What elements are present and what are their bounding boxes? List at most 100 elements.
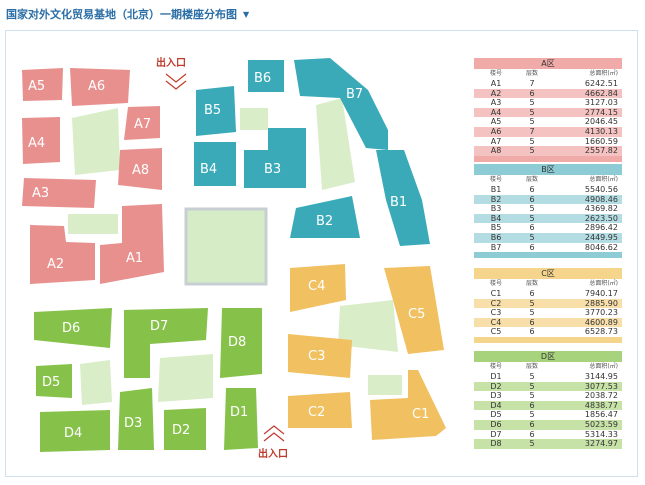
chevron-up-icon bbox=[263, 425, 285, 442]
building-b1[interactable] bbox=[376, 150, 430, 246]
table-cell-floors: 6 bbox=[529, 317, 535, 327]
building-c2[interactable] bbox=[288, 392, 352, 428]
building-a2[interactable] bbox=[30, 225, 95, 284]
table-cell-area: 2896.42 bbox=[584, 223, 618, 233]
table-cell-area: 4130.13 bbox=[584, 126, 618, 136]
courtyard-a-small bbox=[68, 214, 118, 234]
building-b6[interactable] bbox=[248, 60, 284, 92]
building-d8[interactable] bbox=[220, 308, 262, 378]
table-header: 楼号 层数 总面积(㎡) bbox=[489, 363, 618, 370]
table-cell-floors: 5 bbox=[529, 232, 535, 242]
table-cell-building: B6 bbox=[490, 232, 502, 242]
building-a8[interactable] bbox=[118, 148, 162, 190]
table-cell-building: C3 bbox=[490, 308, 502, 318]
page-title-text: 国家对外文化贸易基地（北京）一期楼座分布图 bbox=[6, 8, 237, 21]
building-a7-label: A7 bbox=[134, 117, 151, 132]
table-cell-floors: 7 bbox=[529, 79, 535, 88]
courtyard-c-small bbox=[368, 375, 402, 395]
zone-d: D6 D7 D8 D5 D4 D3 D2 D1 bbox=[34, 308, 262, 452]
table-cell-floors: 6 bbox=[529, 185, 535, 194]
building-a5[interactable] bbox=[22, 68, 63, 101]
table-cell-area: 7940.17 bbox=[584, 289, 618, 298]
building-a1-label: A1 bbox=[126, 251, 143, 266]
table-cell-building: C1 bbox=[490, 289, 502, 298]
entrance-top: 出入口 bbox=[156, 56, 187, 90]
table-cell-floors: 5 bbox=[529, 410, 535, 420]
table-cell-area: 6242.51 bbox=[584, 79, 618, 88]
table-cell-area: 1660.59 bbox=[584, 136, 618, 146]
table-cell-area: 2038.72 bbox=[584, 391, 618, 401]
building-a6[interactable] bbox=[70, 68, 130, 106]
caret-down-icon[interactable]: ▼ bbox=[243, 9, 250, 19]
table-cell-floors: 5 bbox=[529, 98, 535, 108]
building-a7[interactable] bbox=[124, 106, 160, 140]
building-d4[interactable] bbox=[40, 410, 110, 452]
table-cell-building: D7 bbox=[490, 429, 502, 439]
building-c4[interactable] bbox=[290, 264, 346, 312]
building-d5[interactable] bbox=[36, 364, 72, 398]
building-d6-label: D6 bbox=[62, 321, 80, 336]
page-title[interactable]: 国家对外文化贸易基地（北京）一期楼座分布图 ▼ bbox=[6, 6, 249, 22]
building-c1[interactable] bbox=[370, 370, 446, 440]
building-d5-label: D5 bbox=[42, 375, 60, 390]
table-cell-building: A5 bbox=[490, 117, 502, 127]
building-d2[interactable] bbox=[164, 408, 206, 450]
building-b3[interactable] bbox=[244, 128, 306, 188]
building-c5[interactable] bbox=[384, 266, 444, 354]
building-d3[interactable] bbox=[118, 388, 154, 450]
table-cell-floors: 5 bbox=[529, 381, 535, 391]
table-cell-building: D8 bbox=[490, 439, 502, 449]
building-d8-label: D8 bbox=[228, 335, 246, 350]
table-cell-area: 3077.53 bbox=[584, 381, 618, 391]
zone-a-title: A区 bbox=[474, 58, 622, 69]
building-c3[interactable] bbox=[288, 334, 352, 378]
building-b4[interactable] bbox=[194, 142, 236, 186]
table-cell-building: D3 bbox=[490, 391, 502, 401]
building-d1[interactable] bbox=[224, 388, 258, 450]
table-end-bar bbox=[474, 336, 622, 343]
table-cell-floors: 5 bbox=[529, 107, 535, 117]
table-cell-area: 1856.47 bbox=[584, 410, 618, 420]
building-c4-label: C4 bbox=[308, 279, 325, 294]
building-a4[interactable] bbox=[22, 117, 60, 164]
zone-b: B6 B5 B7 B4 B3 B2 B1 bbox=[194, 58, 430, 246]
table-cell-area: 5023.59 bbox=[584, 419, 618, 429]
table-cell-building: C5 bbox=[490, 327, 502, 337]
table-cell-building: D1 bbox=[490, 372, 502, 381]
building-a3-label: A3 bbox=[32, 186, 49, 201]
courtyard-b-small bbox=[240, 108, 268, 130]
building-b7[interactable] bbox=[294, 58, 388, 150]
building-b6-label: B6 bbox=[254, 71, 271, 86]
table-cell-floors: 5 bbox=[529, 146, 535, 156]
table-cell-building: B7 bbox=[490, 242, 502, 252]
table-cell-floors: 5 bbox=[529, 308, 535, 318]
table-header: 楼号 层数 总面积(㎡) bbox=[489, 280, 618, 287]
building-a3[interactable] bbox=[22, 178, 96, 208]
table-cell-building: B5 bbox=[490, 223, 502, 233]
building-d7[interactable] bbox=[124, 308, 208, 378]
table-cell-building: A8 bbox=[490, 146, 502, 156]
building-a1[interactable] bbox=[100, 204, 164, 284]
table-cell-area: 8046.62 bbox=[584, 242, 618, 252]
building-a8-label: A8 bbox=[132, 163, 149, 178]
central-plaza bbox=[184, 207, 268, 286]
table-cell-floors: 5 bbox=[529, 439, 535, 449]
building-b2[interactable] bbox=[290, 196, 360, 238]
courtyard-d bbox=[158, 354, 213, 402]
building-d6[interactable] bbox=[34, 308, 112, 348]
building-b5[interactable] bbox=[196, 86, 236, 136]
table-cell-area: 3127.03 bbox=[584, 98, 618, 108]
table-cell-floors: 6 bbox=[529, 419, 535, 429]
